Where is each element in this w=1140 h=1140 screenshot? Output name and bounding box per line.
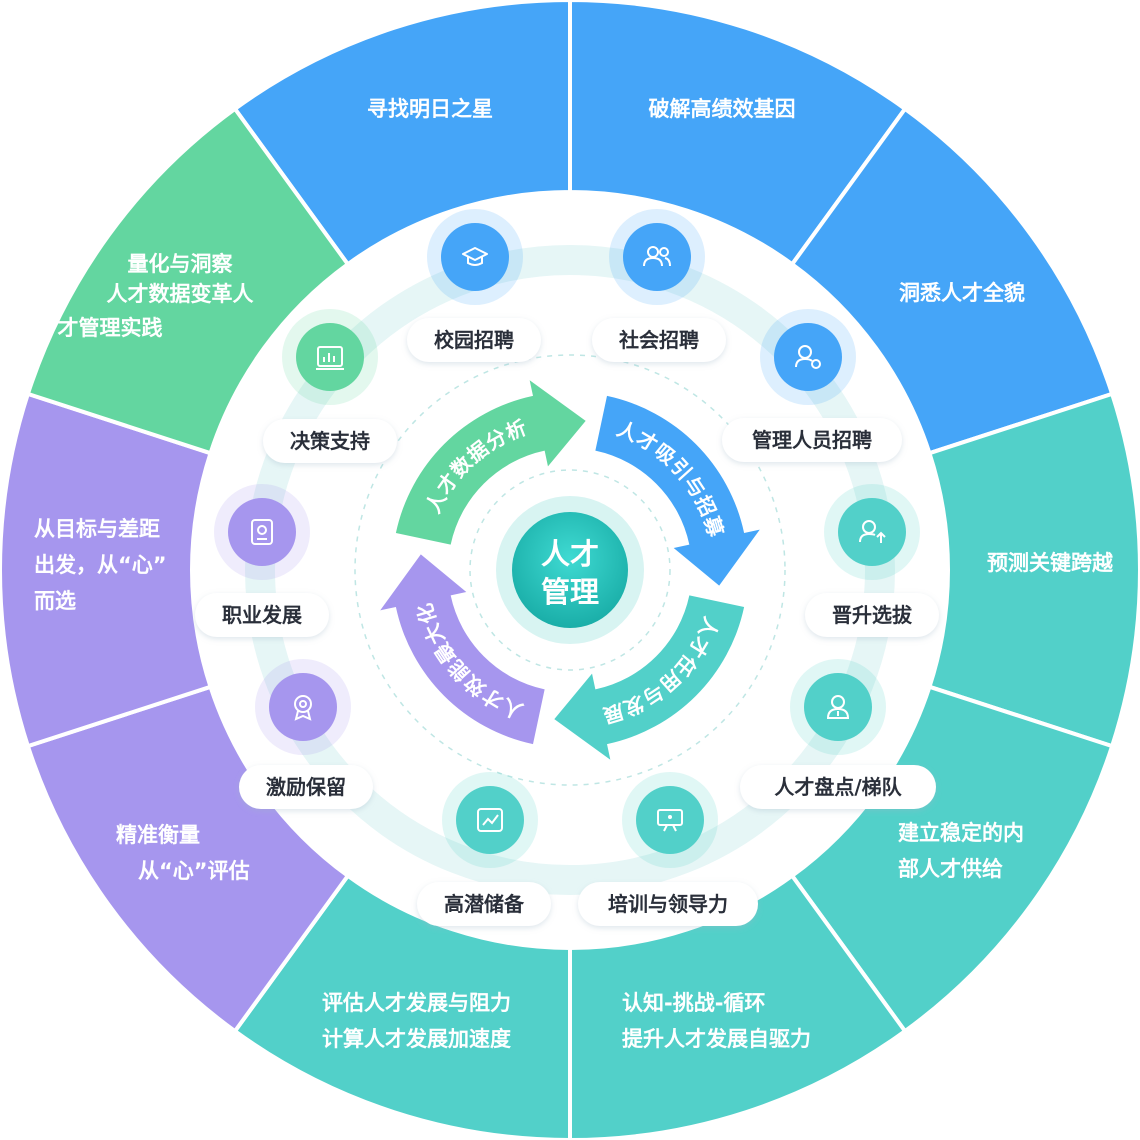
profile-card-icon — [251, 519, 273, 545]
outer-segment-line: 而选 — [34, 589, 76, 613]
user-badge-icon — [826, 695, 850, 719]
module-label: 晋升选拔 — [832, 603, 913, 627]
core-title-line1: 人才 — [541, 537, 599, 571]
outer-segment-text-s2: 破解高绩效基因 — [649, 97, 796, 121]
module-node-m8: 激励保留 — [239, 659, 373, 809]
manager-gear-icon — [795, 345, 821, 369]
module-pill — [722, 418, 902, 462]
outer-segment-line: 出发，从“心” — [34, 553, 167, 577]
module-pill — [263, 419, 397, 463]
outer-segment-line: 量化与洞察 — [128, 252, 234, 276]
outer-segment-line: 建立稳定的内 — [898, 821, 1024, 845]
module-pill — [407, 318, 541, 362]
module-pill — [239, 765, 373, 809]
module-pill — [740, 765, 936, 809]
outer-segment-text-s9: 从目标与差距出发，从“心” 而选 — [34, 517, 167, 613]
outer-segment-line: 才管理实践 — [58, 316, 163, 340]
core-circle: 人才管理 — [496, 496, 644, 644]
outer-segment-line: 从目标与差距 — [34, 517, 160, 541]
outer-segment-text-s5: 建立稳定的内部人才供给 — [898, 821, 1024, 881]
module-pill — [578, 882, 758, 926]
outer-segment-line: 计算人才发展加速度 — [322, 1027, 511, 1051]
graduation-cap-icon — [462, 247, 488, 266]
module-node-m7: 高潜储备 — [417, 772, 551, 926]
module-label: 决策支持 — [290, 429, 370, 453]
outer-segment-line: 从“心”评估 — [138, 859, 250, 883]
outer-segment-text-s3: 洞悉人才全貌 — [899, 281, 1025, 305]
outer-segment-text-s7: 评估人才发展与阻力计算人才发展加速度 — [322, 991, 511, 1051]
outer-segment-line: 人才数据变革人 — [107, 282, 254, 306]
cycle-arrow-c2 — [595, 395, 760, 586]
cycle-arrow-c4 — [380, 554, 545, 745]
users-icon — [643, 246, 671, 267]
module-label: 人才盘点/梯队 — [774, 775, 902, 799]
outer-segment-line: 洞悉人才全貌 — [899, 281, 1025, 305]
module-node-m4: 晋升选拔 — [805, 484, 939, 637]
outer-segment-line: 提升人才发展自驱力 — [622, 1027, 811, 1051]
trend-chart-icon — [477, 808, 503, 832]
module-label: 职业发展 — [222, 603, 302, 627]
module-circle — [623, 223, 691, 291]
module-node-m1: 校园招聘 — [407, 209, 541, 362]
module-node-m6: 培训与领导力 — [578, 772, 758, 926]
module-label: 培训与领导力 — [608, 892, 728, 916]
cycle-arrow-c3 — [554, 595, 745, 760]
dashboard-icon — [316, 346, 344, 370]
module-label: 高潜储备 — [444, 892, 525, 916]
module-label: 校园招聘 — [434, 328, 514, 352]
outer-segment-line: 评估人才发展与阻力 — [322, 991, 511, 1015]
user-promote-icon — [859, 520, 886, 543]
outer-segment-line: 预测关键跨越 — [987, 551, 1114, 575]
presentation-icon — [657, 809, 683, 832]
module-pill — [592, 318, 726, 362]
core-circle-fill — [512, 512, 628, 628]
outer-segment-line: 破解高绩效基因 — [649, 97, 796, 121]
outer-segment-text-s6: 认知-挑战-循环提升人才发展自驱力 — [622, 991, 811, 1051]
award-medal-icon — [294, 695, 312, 721]
module-circle — [441, 223, 509, 291]
module-pill — [417, 882, 551, 926]
outer-segment-s10 — [25, 106, 351, 456]
cycle-arrow-c1 — [395, 380, 586, 545]
module-node-m9: 职业发展 — [195, 484, 329, 637]
module-circle — [228, 498, 296, 566]
track-ring — [245, 245, 895, 895]
module-node-m2: 社会招聘 — [592, 209, 726, 362]
module-label: 管理人员招聘 — [752, 428, 872, 452]
outer-segment-text-s8: 精准衡量从“心”评估 — [116, 823, 250, 883]
outer-segment-line: 精准衡量 — [116, 823, 200, 847]
module-node-m10: 决策支持 — [263, 309, 397, 463]
outer-segment-line: 认知-挑战-循环 — [622, 991, 765, 1015]
core-title-line2: 管理 — [541, 575, 599, 609]
module-label: 激励保留 — [266, 775, 346, 799]
outer-segment-line: 寻找明日之星 — [367, 97, 493, 121]
outer-segment-line: 部人才供给 — [898, 857, 1003, 881]
module-pill — [805, 593, 939, 637]
module-circle — [636, 786, 704, 854]
module-label: 社会招聘 — [618, 328, 699, 352]
module-track — [245, 245, 895, 895]
dashed-ring-inner — [469, 469, 671, 671]
outer-segment-text-s1: 寻找明日之星 — [367, 97, 493, 121]
dashed-ring-outer — [354, 354, 786, 786]
module-node-m3: 管理人员招聘 — [722, 309, 902, 462]
module-pill — [195, 593, 329, 637]
outer-segment-text-s10: 量化与洞察人才数据变革人才管理实践 — [58, 252, 254, 340]
outer-segment-text-s4: 预测关键跨越 — [987, 551, 1114, 575]
module-node-m5: 人才盘点/梯队 — [740, 659, 936, 809]
